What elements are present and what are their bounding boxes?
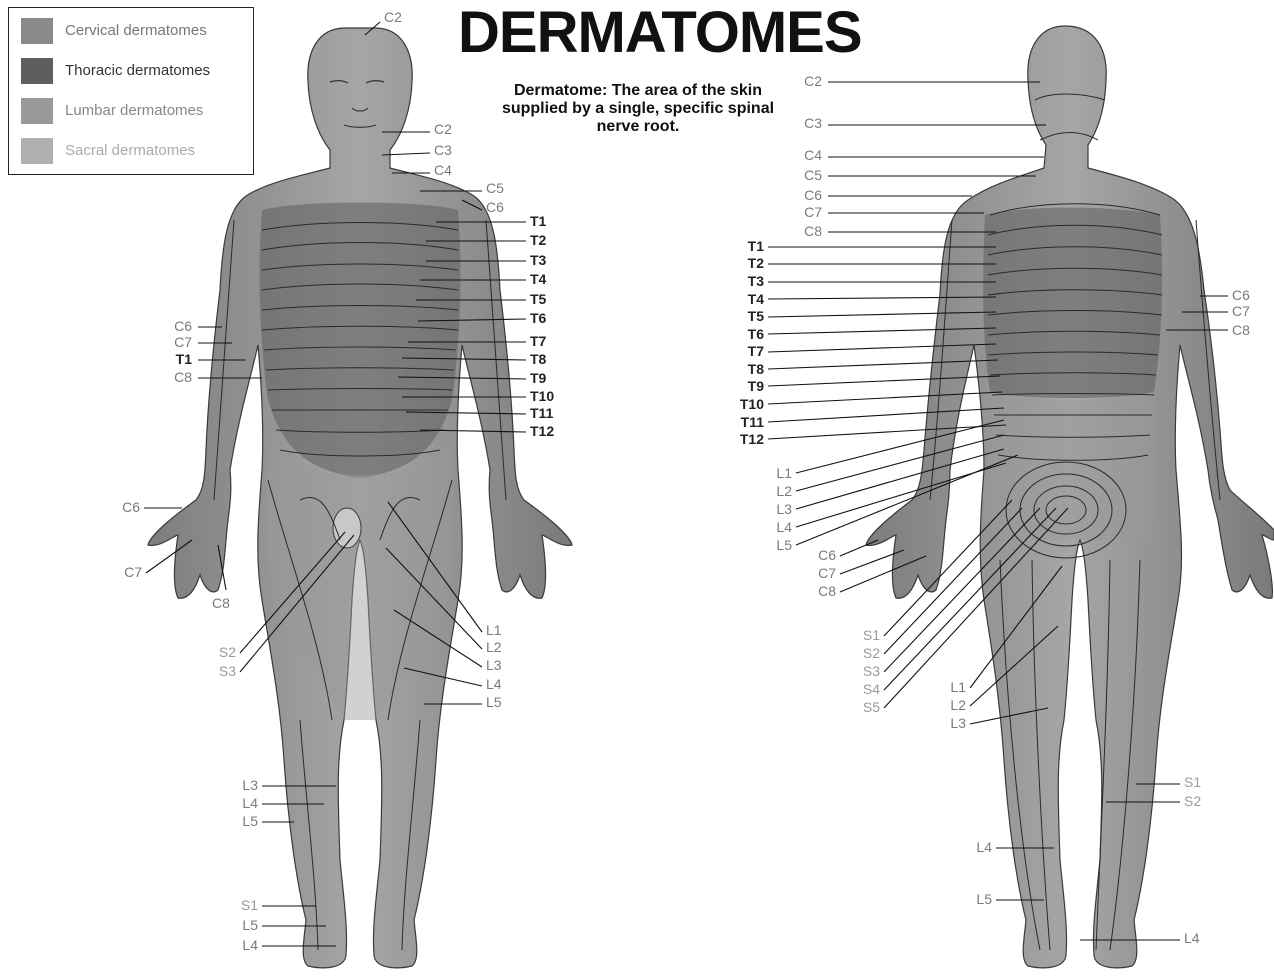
front-label-l3: L3 [486, 657, 502, 673]
back-label-c8: C8 [804, 223, 822, 239]
back-leader-line [796, 449, 1004, 509]
front-label-t3: T3 [530, 252, 547, 268]
front-label-t11: T11 [530, 405, 554, 421]
back-label-c7: C7 [1232, 303, 1250, 319]
front-label-l5: L5 [242, 813, 258, 829]
front-label-c6: C6 [174, 318, 192, 334]
front-label-c6: C6 [486, 199, 504, 215]
back-label-s5: S5 [863, 699, 880, 715]
back-leader-line [768, 408, 1004, 422]
front-label-t5: T5 [530, 291, 547, 307]
back-label-c5: C5 [804, 167, 822, 183]
back-leader-line [840, 540, 878, 556]
front-body [148, 28, 572, 968]
back-label-l1: L1 [776, 465, 792, 481]
back-label-t10: T10 [740, 396, 764, 412]
front-label-t12: T12 [530, 423, 554, 439]
front-label-c6: C6 [122, 499, 140, 515]
front-label-l4: L4 [242, 795, 258, 811]
back-label-t5: T5 [748, 308, 765, 324]
back-label-c7: C7 [804, 204, 822, 220]
back-label-c7: C7 [818, 565, 836, 581]
front-label-c2: C2 [434, 121, 452, 137]
front-label-t1: T1 [530, 213, 547, 229]
back-label-c8: C8 [818, 583, 836, 599]
back-label-t1: T1 [748, 238, 765, 254]
back-label-t4: T4 [748, 291, 765, 307]
front-label-l2: L2 [486, 639, 502, 655]
front-label-t2: T2 [530, 232, 547, 248]
back-label-c4: C4 [804, 147, 822, 163]
back-label-l5: L5 [776, 537, 792, 553]
back-leader-line [768, 392, 1002, 404]
front-label-c8: C8 [212, 595, 230, 611]
front-label-l3: L3 [242, 777, 258, 793]
back-label-s1: S1 [863, 627, 880, 643]
front-label-c4: C4 [434, 162, 452, 178]
back-label-t12: T12 [740, 431, 764, 447]
front-label-l5: L5 [486, 694, 502, 710]
back-label-l4: L4 [976, 839, 992, 855]
front-label-c3: C3 [434, 142, 452, 158]
back-leader-line [768, 425, 1006, 439]
back-thoracic-region [983, 208, 1162, 399]
back-label-c6: C6 [804, 187, 822, 203]
back-label-l5: L5 [976, 891, 992, 907]
back-label-t9: T9 [748, 378, 765, 394]
back-label-l2: L2 [776, 483, 792, 499]
front-thoracic-region [260, 203, 461, 479]
front-label-t9: T9 [530, 370, 547, 386]
back-label-c8: C8 [1232, 322, 1250, 338]
front-label-t8: T8 [530, 351, 547, 367]
back-label-t11: T11 [741, 414, 765, 430]
front-label-t7: T7 [530, 333, 547, 349]
front-label-t1: T1 [176, 351, 193, 367]
back-label-s2: S2 [863, 645, 880, 661]
back-body [866, 26, 1274, 968]
front-label-s3: S3 [219, 663, 236, 679]
front-label-l4: L4 [486, 676, 502, 692]
back-label-s1: S1 [1184, 774, 1201, 790]
back-label-l3: L3 [776, 501, 792, 517]
back-label-s4: S4 [863, 681, 880, 697]
back-label-l3: L3 [950, 715, 966, 731]
back-label-l4: L4 [776, 519, 792, 535]
front-label-c5: C5 [486, 180, 504, 196]
front-label-t4: T4 [530, 271, 547, 287]
front-genital-sacral [333, 508, 361, 548]
front-label-l5: L5 [242, 917, 258, 933]
back-label-l4: L4 [1184, 930, 1200, 946]
front-label-s2: S2 [219, 644, 236, 660]
back-leader-line [796, 435, 1004, 491]
back-label-t6: T6 [748, 326, 765, 342]
front-label-c7: C7 [174, 334, 192, 350]
front-label-t6: T6 [530, 310, 547, 326]
front-label-c8: C8 [174, 369, 192, 385]
back-label-c6: C6 [818, 547, 836, 563]
back-label-s3: S3 [863, 663, 880, 679]
back-label-c6: C6 [1232, 287, 1250, 303]
back-label-l2: L2 [950, 697, 966, 713]
front-label-l1: L1 [486, 622, 502, 638]
back-label-l1: L1 [950, 679, 966, 695]
front-label-l4: L4 [242, 937, 258, 953]
back-label-t8: T8 [748, 361, 765, 377]
back-leader-line [796, 420, 1004, 473]
front-label-t10: T10 [530, 388, 554, 404]
back-label-t2: T2 [748, 255, 765, 271]
back-label-c2: C2 [804, 73, 822, 89]
front-label-s1: S1 [241, 897, 258, 913]
front-label-c7: C7 [124, 564, 142, 580]
back-label-t7: T7 [748, 343, 765, 359]
back-label-s2: S2 [1184, 793, 1201, 809]
back-label-t3: T3 [748, 273, 765, 289]
back-label-c3: C3 [804, 115, 822, 131]
front-label-c2: C2 [384, 9, 402, 25]
